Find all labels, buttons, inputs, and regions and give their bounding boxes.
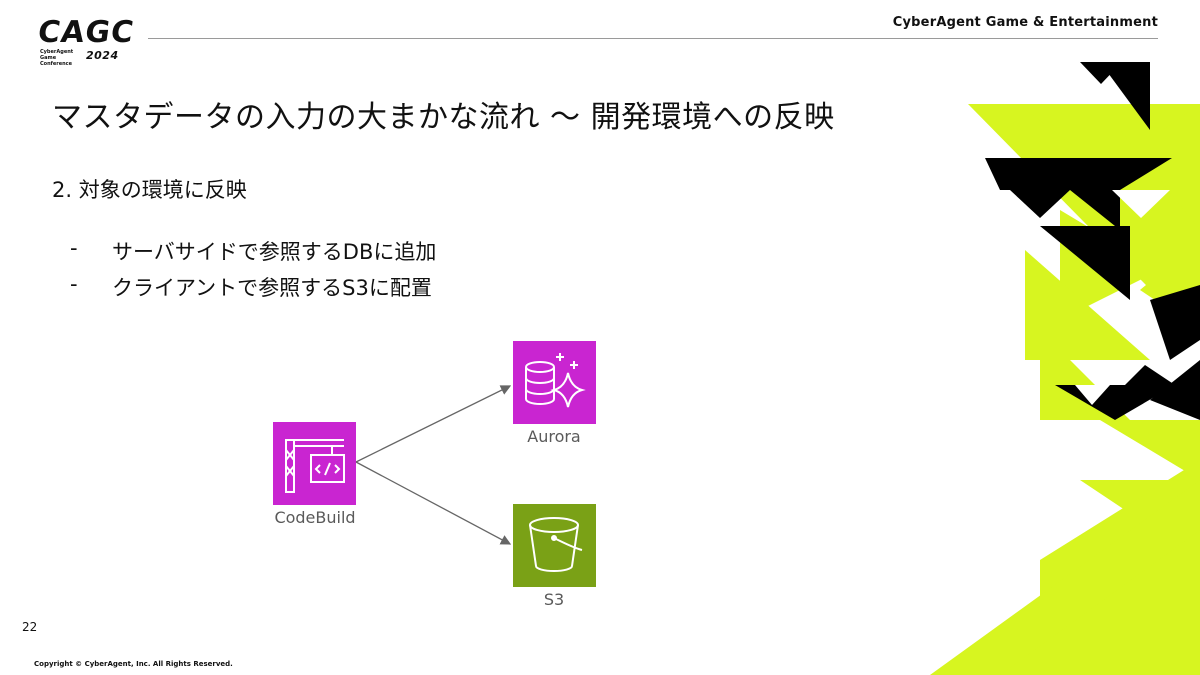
brand-name: CyberAgent Game & Entertainment xyxy=(892,15,1158,30)
logo-text: CAGC xyxy=(35,15,137,50)
bullet-item: - サーバサイドで参照するDBに追加 xyxy=(70,236,436,272)
bullet-list: - サーバサイドで参照するDBに追加 - クライアントで参照するS3に配置 xyxy=(70,236,436,308)
aurora-label: Aurora xyxy=(527,427,581,446)
step-heading: 2. 対象の環境に反映 xyxy=(52,178,247,202)
bullet-dash: - xyxy=(70,236,78,260)
logo-subtitle: CyberAgent Game Conference xyxy=(40,49,74,67)
cagc-logo: CAGC CyberAgent Game Conference 2024 xyxy=(35,15,138,67)
bullet-dash: - xyxy=(70,272,78,296)
s3-label: S3 xyxy=(543,590,565,609)
bullet-text: クライアントで参照するS3に配置 xyxy=(112,276,432,300)
bullet-text: サーバサイドで参照するDBに追加 xyxy=(112,240,437,264)
slide-title: マスタデータの入力の大まかな流れ 〜 開発環境への反映 xyxy=(52,100,835,135)
logo-year: 2024 xyxy=(86,49,119,62)
copyright-text: Copyright © CyberAgent, Inc. All Rights … xyxy=(34,660,233,668)
header-divider xyxy=(148,38,1158,39)
page-number: 22 xyxy=(22,620,38,634)
codebuild-label: CodeBuild xyxy=(274,508,356,527)
bullet-item: - クライアントで参照するS3に配置 xyxy=(70,272,436,308)
